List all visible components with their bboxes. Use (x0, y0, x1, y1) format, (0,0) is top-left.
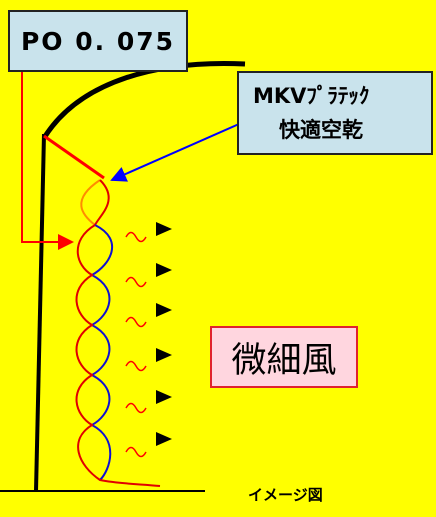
wavy-airflow-icon (125, 446, 147, 458)
po-label: PO 0. 075 (20, 26, 176, 56)
mkv-label-line2: 快適空乾 (279, 118, 363, 142)
airflow-row-1 (125, 222, 172, 243)
coil (75, 224, 161, 487)
coil-blue-strand (89, 224, 114, 481)
fine-wind-callout-box: 微細風 (210, 326, 358, 388)
wavy-airflow-icon (125, 231, 147, 243)
coil-orange-segment (80, 179, 101, 226)
arrow-right-icon (156, 432, 172, 446)
airflow-group (125, 222, 172, 458)
arrow-right-icon (156, 348, 172, 362)
po-leader-line (21, 72, 74, 250)
image-caption: イメージ図 (248, 486, 323, 504)
wavy-airflow-icon (125, 316, 147, 328)
arrow-right-icon (156, 222, 172, 236)
wavy-airflow-icon (125, 276, 147, 288)
arrow-right-icon (156, 263, 172, 277)
mkv-callout-box: MKVﾌﾟﾗﾃｯｸ 快適空乾 (237, 71, 433, 155)
coil-red-top (94, 179, 110, 226)
airflow-row-2 (125, 263, 172, 288)
arrow-right-icon (156, 390, 172, 404)
mkv-label-line1: MKVﾌﾟﾗﾃｯｸ (253, 84, 370, 108)
hood-arc (41, 61, 246, 140)
fine-wind-label: 微細風 (231, 340, 337, 381)
airflow-row-6 (125, 432, 172, 458)
po-callout-box: PO 0. 075 (8, 10, 188, 72)
support-pole (34, 133, 46, 492)
airflow-row-5 (125, 390, 172, 414)
arrow-right-icon (156, 303, 172, 317)
wavy-airflow-icon (125, 402, 147, 414)
coil-red-strand (75, 224, 161, 487)
airflow-row-3 (125, 303, 172, 328)
airflow-row-4 (125, 348, 172, 372)
wavy-airflow-icon (125, 360, 147, 372)
mkv-leader-line (110, 123, 240, 182)
outlet-red-segment (43, 134, 105, 180)
